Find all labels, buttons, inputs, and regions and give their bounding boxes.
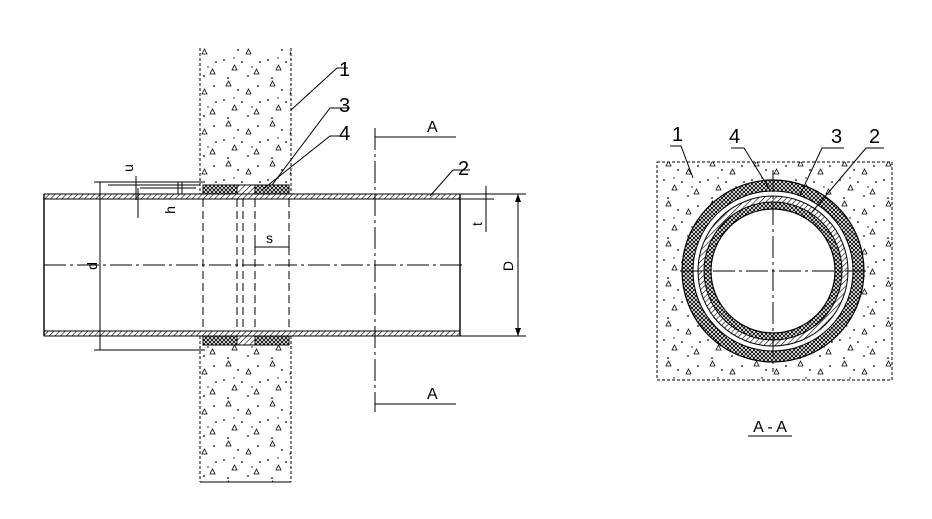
- wall: [199, 48, 292, 483]
- dimension-t: t: [460, 186, 494, 232]
- section-cut-line: A A: [374, 119, 456, 412]
- callout-3: 3: [339, 95, 350, 117]
- dimension-d: d: [84, 181, 205, 351]
- dim-h-label: h: [162, 206, 178, 214]
- dim-u-label: u: [120, 164, 136, 172]
- dimension-u-h: u h: [108, 164, 200, 218]
- callout-2: 2: [458, 158, 469, 180]
- section-callout-2: 2: [869, 126, 880, 148]
- callout-1: 1: [339, 59, 350, 81]
- dim-d-label: d: [84, 262, 100, 270]
- section-callout-1: 1: [672, 124, 683, 146]
- dimension-D: D: [460, 193, 526, 337]
- callout-4: 4: [339, 123, 350, 145]
- dim-s-label: s: [266, 230, 273, 246]
- dimension-s: s: [254, 230, 290, 253]
- section-title: A - A: [753, 419, 787, 436]
- section-callout-4: 4: [729, 126, 740, 148]
- cut-label-top: A: [427, 119, 438, 136]
- section-callout-3: 3: [831, 126, 842, 148]
- cut-label-bottom: A: [427, 386, 438, 403]
- longitudinal-view: A A d u h s: [43, 48, 526, 483]
- dim-t-label: t: [469, 222, 485, 226]
- dim-D-label: D: [500, 261, 516, 271]
- callouts-left: 1 3 4 2: [261, 59, 470, 197]
- section-view: 1 4 3 2 A - A: [656, 124, 893, 437]
